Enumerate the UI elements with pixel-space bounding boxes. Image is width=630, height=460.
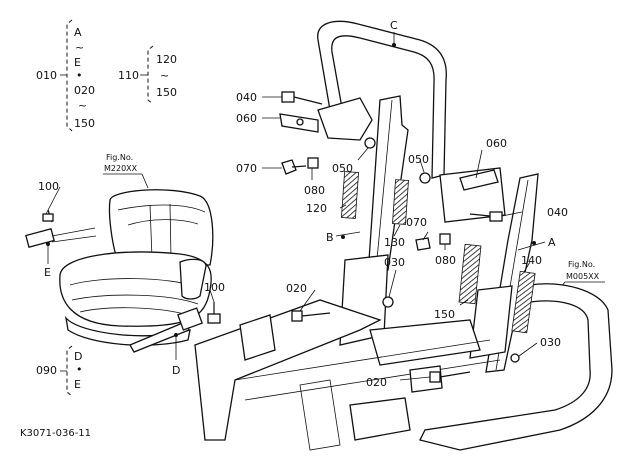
- fig-ref-m220xx[interactable]: Fig.No. M220XX: [103, 153, 149, 189]
- ref-040-left[interactable]: 040: [236, 91, 257, 104]
- letter-a[interactable]: A: [548, 236, 556, 249]
- bolt-100-right: [207, 302, 221, 324]
- group010-line2: ~: [75, 41, 84, 54]
- ref-070-left[interactable]: 070: [236, 162, 257, 175]
- ref-020-left[interactable]: 020: [286, 282, 307, 295]
- fig-ref-2-title: Fig.No.: [568, 260, 595, 269]
- seat-illustration: [25, 189, 214, 353]
- ref-010-label[interactable]: 010: [36, 69, 57, 82]
- fig-ref-1-code: M220XX: [104, 164, 138, 173]
- ref-090-label[interactable]: 090: [36, 364, 57, 377]
- letter-d[interactable]: D: [172, 364, 180, 377]
- group010-line3: E: [74, 56, 81, 69]
- fig-ref-2-code: M005XX: [566, 272, 600, 281]
- ref-050-left[interactable]: 050: [332, 162, 353, 175]
- group110-line1: 120: [156, 53, 177, 66]
- ref-100-left[interactable]: 100: [38, 180, 59, 193]
- ref-030-right[interactable]: 030: [540, 336, 561, 349]
- group-010-bracket: 010 A ~ E • 020 ~ 150: [36, 19, 95, 132]
- group010-line4: •: [76, 69, 83, 82]
- letter-c[interactable]: C: [390, 19, 398, 32]
- bolt-100-left: [42, 209, 54, 223]
- group010-line6: ~: [78, 99, 87, 112]
- hardware-parts: [279, 91, 520, 383]
- decal-130: [392, 179, 409, 225]
- leader-lines: [45, 32, 546, 381]
- decal-140: [511, 270, 536, 334]
- ref-040-right[interactable]: 040: [547, 206, 568, 219]
- ref-labels: C 040 060 070 080 050 120 B 130 050 060 …: [38, 19, 568, 389]
- tractor-frame: [194, 283, 613, 451]
- ref-020-right[interactable]: 020: [366, 376, 387, 389]
- group010-line5: 020: [74, 84, 95, 97]
- ref-080-left[interactable]: 080: [304, 184, 325, 197]
- ref-130[interactable]: 130: [384, 236, 405, 249]
- ref-060-left[interactable]: 060: [236, 112, 257, 125]
- marker-dots: [46, 43, 536, 337]
- ref-140[interactable]: 140: [521, 254, 542, 267]
- decal-150: [458, 243, 482, 305]
- part-code-label: K3071-036-11: [20, 428, 91, 439]
- ref-100-right[interactable]: 100: [204, 281, 225, 294]
- rops-hoop: [317, 20, 447, 179]
- group010-line7: 150: [74, 117, 95, 130]
- group090-line1: D: [74, 350, 82, 363]
- letter-b[interactable]: B: [326, 231, 334, 244]
- letter-e[interactable]: E: [44, 266, 51, 279]
- ref-110-label[interactable]: 110: [118, 69, 139, 82]
- ref-060-right[interactable]: 060: [486, 137, 507, 150]
- decal-120: [340, 171, 360, 219]
- ref-150[interactable]: 150: [434, 308, 455, 321]
- ref-050-right[interactable]: 050: [408, 153, 429, 166]
- group090-line3: E: [74, 378, 81, 391]
- upright-a: [439, 167, 539, 373]
- group010-line1: A: [74, 26, 82, 39]
- ref-030-left[interactable]: 030: [384, 256, 405, 269]
- group110-line3: 150: [156, 86, 177, 99]
- group-090-bracket: 090 D • E: [36, 345, 83, 397]
- ref-120[interactable]: 120: [306, 202, 327, 215]
- group-110-bracket: 110 120 ~ 150: [118, 45, 177, 105]
- ref-070-right[interactable]: 070: [406, 216, 427, 229]
- group090-line2: •: [76, 363, 83, 376]
- group110-line2: ~: [160, 69, 169, 82]
- ref-080-right[interactable]: 080: [435, 254, 456, 267]
- fig-ref-1-title: Fig.No.: [106, 153, 133, 162]
